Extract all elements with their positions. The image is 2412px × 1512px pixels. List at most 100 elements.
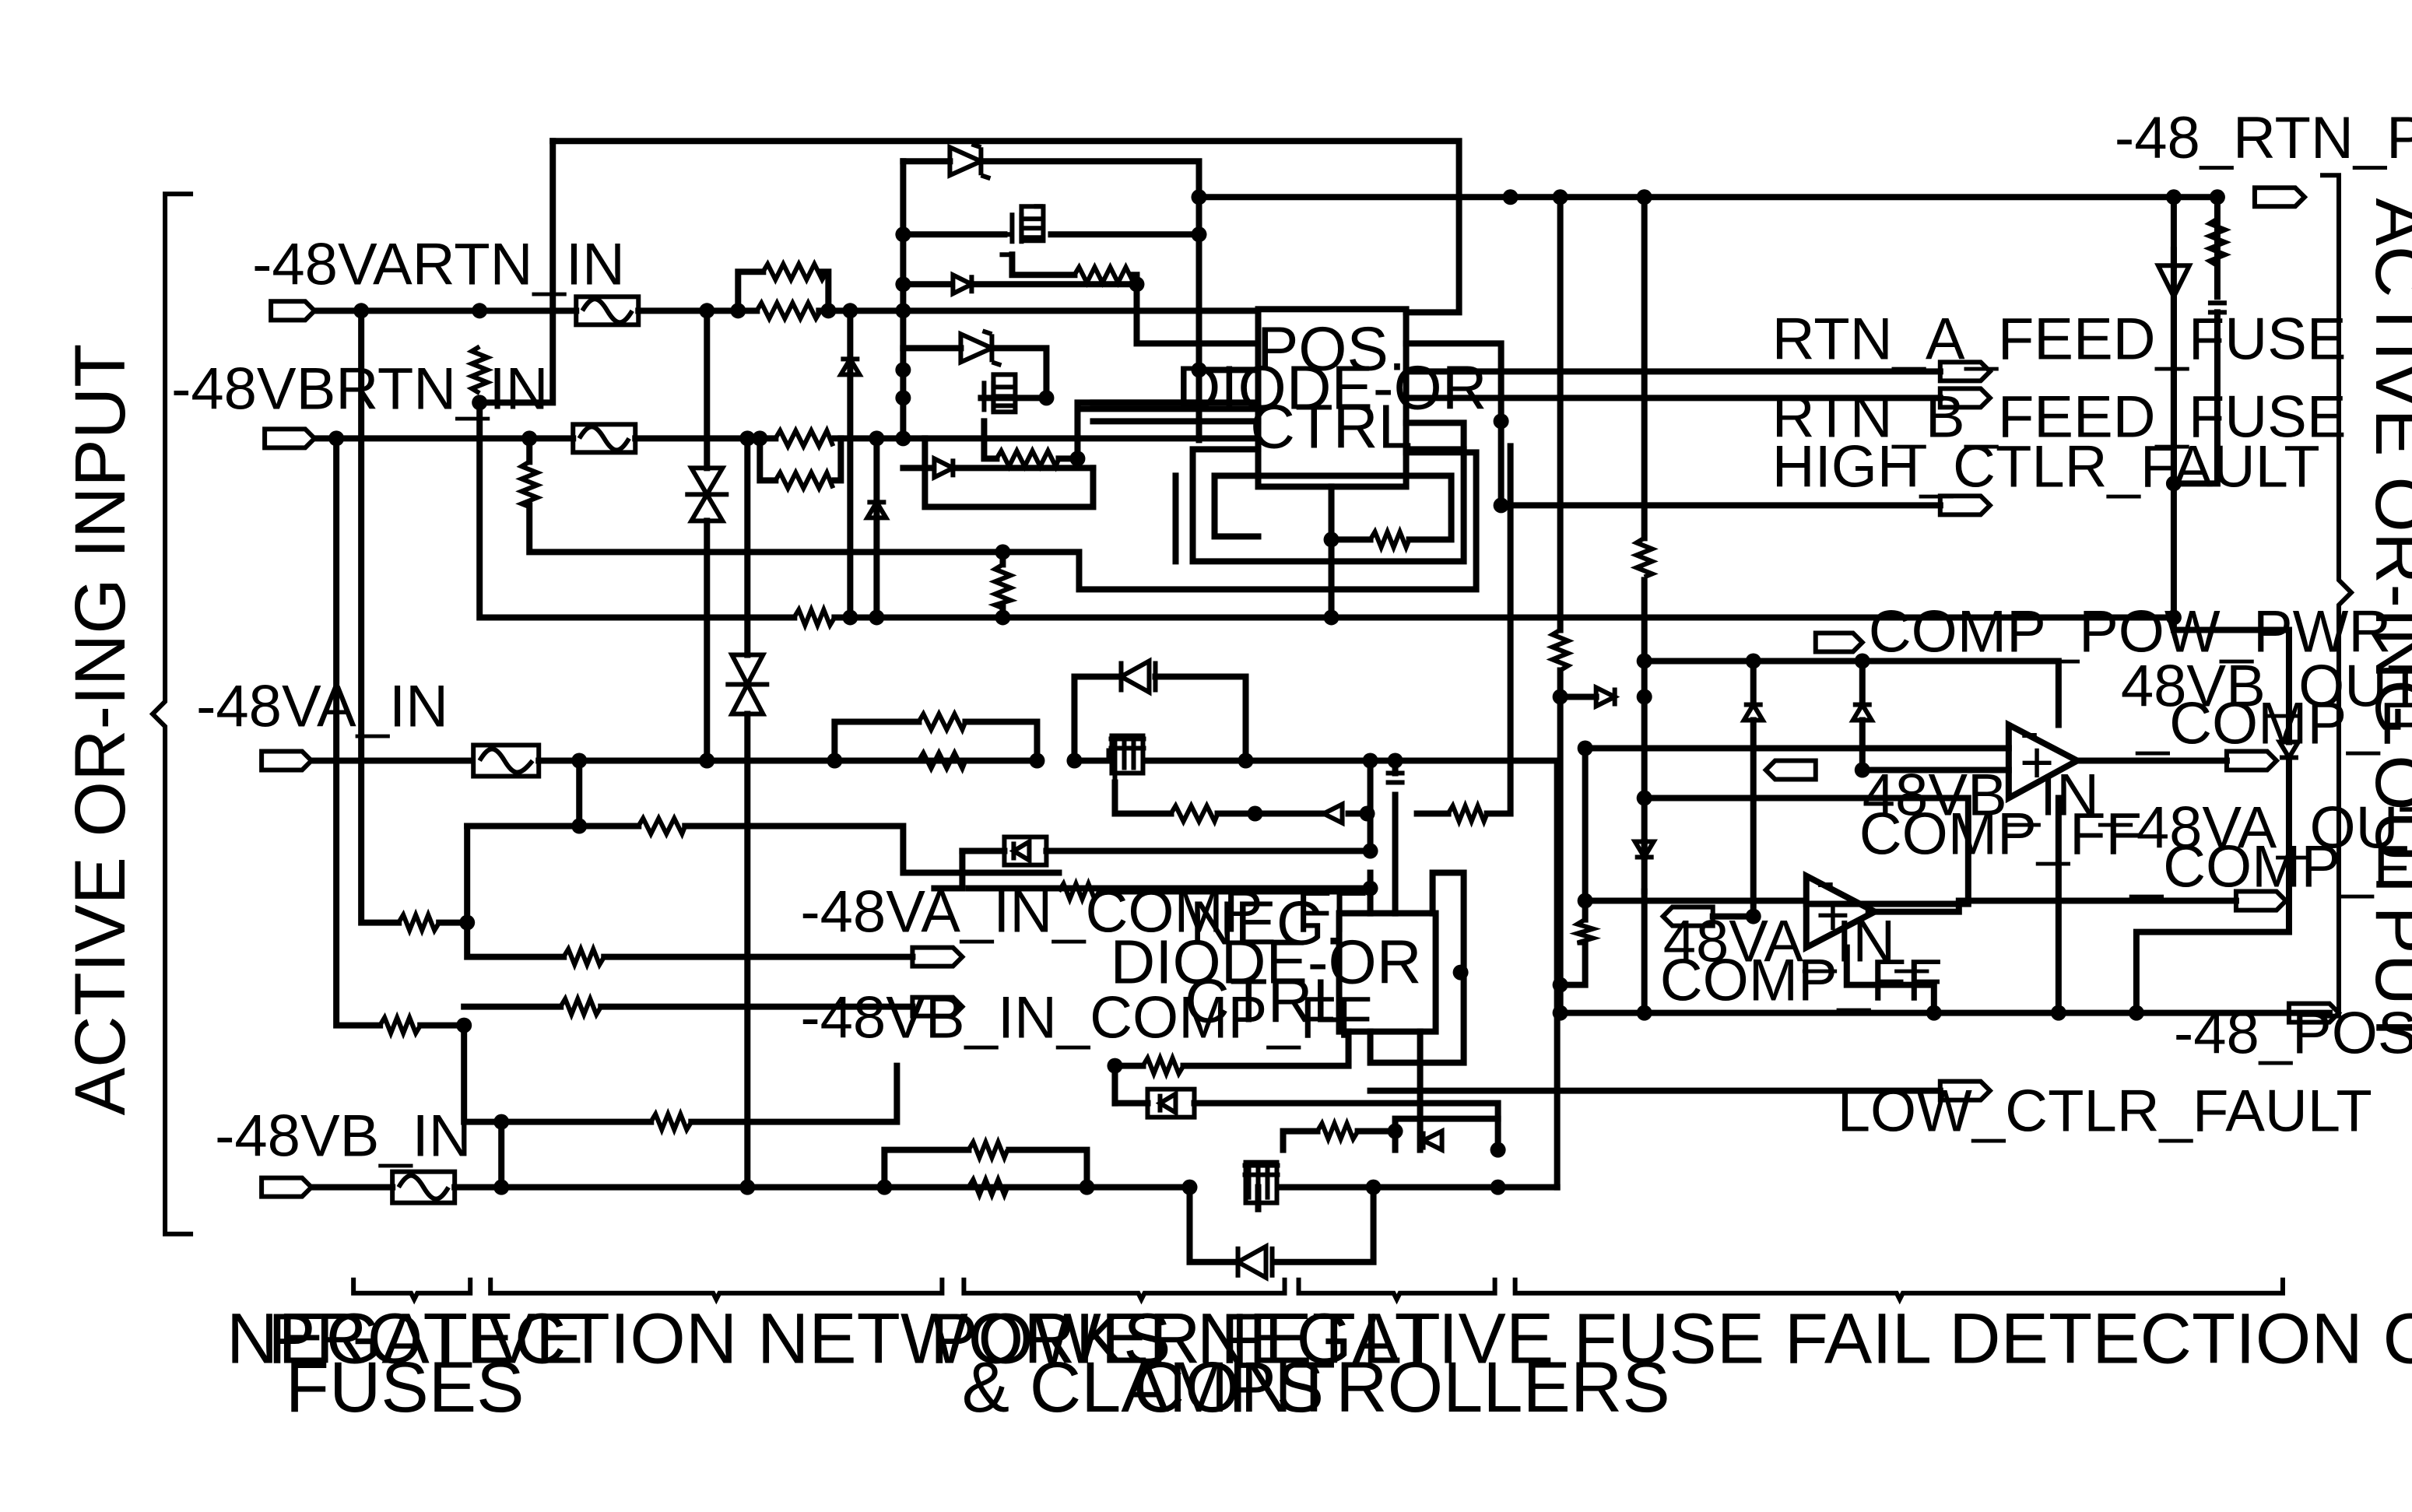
junction-dot [1107, 1058, 1122, 1074]
junction-dot [493, 1180, 509, 1195]
zener-diode-small-2 [934, 458, 953, 477]
resistor-r3 [775, 430, 833, 446]
junction-dot [1553, 977, 1568, 993]
junction-dot [1637, 689, 1652, 704]
zener-diode-small-3 [1324, 805, 1343, 823]
junction-dot [1388, 752, 1403, 768]
section-labels: NEGATIVE FUSES PROTECTION NETWORKS POWER… [226, 1299, 2412, 1427]
label-va-in-comp-ff: -48VA_IN_COMP_FF [800, 879, 1368, 945]
junction-dot [820, 303, 836, 318]
junction-dot [493, 1114, 509, 1130]
junction-dot [699, 752, 714, 768]
resistor-r26 [651, 1114, 691, 1130]
junction-dot [1503, 189, 1518, 205]
junction-dot [1746, 653, 1761, 668]
junction-dot [1553, 189, 1568, 205]
capacitor-neg-ctrl [1386, 774, 1405, 783]
label-vb-in: -48VB_IN [215, 1103, 472, 1170]
junction-dot [752, 430, 767, 446]
tvs-bidirectional-2 [725, 654, 769, 714]
junction-dot [1637, 791, 1652, 806]
junction-dot [1553, 689, 1568, 704]
resistor-r2 [757, 303, 820, 318]
port-connector-va-comp [912, 948, 962, 966]
junction-dot [1855, 653, 1870, 668]
label-rtn-a-feed-fuse: RTN_A_FEED_FUSE [1772, 306, 2347, 372]
junction-dot [1494, 497, 1509, 513]
resistor-r13 [1637, 538, 1652, 577]
junction-dot [1324, 609, 1339, 625]
resistor-r30 [968, 1180, 1007, 1195]
resistor-r5 [1074, 267, 1136, 282]
label-vb-in-comp-ff: -48VB_IN_COMP_FF [800, 985, 1372, 1051]
tvs-diode-vb [1238, 1247, 1273, 1278]
resistor-r6 [996, 451, 1059, 466]
junction-dot [571, 819, 587, 834]
junction-dot [1490, 1142, 1506, 1158]
junction-dot [1324, 531, 1339, 547]
junction-dot [876, 1180, 892, 1195]
junction-dot [1553, 1005, 1568, 1021]
junction-dot [1388, 1124, 1403, 1139]
port-connector-vbrtn [265, 429, 314, 447]
junction-dot [827, 752, 842, 768]
port-connector-comp-pow [1816, 633, 1863, 651]
port-connector-va [262, 751, 311, 770]
port-connector-b-in [1766, 761, 1816, 780]
junction-dot [842, 303, 858, 318]
label-vartn-in: -48VARTN_IN [252, 231, 625, 297]
junction-dot [1360, 806, 1375, 822]
pos-ctrl-line3: CTRL [1250, 391, 1413, 461]
diode-box-2 [1147, 1089, 1194, 1117]
resistor-r25 [560, 999, 601, 1015]
junction-dot [1191, 226, 1206, 242]
resistor-r4 [775, 472, 833, 488]
junction-dot [459, 915, 475, 931]
input-brace: ACTIVE OR-ING INPUT [60, 194, 193, 1233]
label-b-in-comp-2: COMP_FF [1859, 802, 2142, 868]
tvs-diode-top-1 [950, 144, 990, 178]
junction-dot [1191, 189, 1206, 205]
tvs-bidirectional-1 [685, 468, 729, 521]
junction-dot [1029, 752, 1044, 768]
junction-dot [1363, 844, 1378, 859]
junction-dot [895, 226, 911, 242]
junction-dot [2051, 1005, 2066, 1021]
junction-dot [869, 609, 884, 625]
junction-dot [1079, 1180, 1094, 1195]
label-a-in-comp-2: COMP_FF [1660, 948, 1943, 1014]
port-connector-vb [262, 1178, 311, 1197]
mosfet-va [1108, 735, 1146, 782]
section-braces [353, 1278, 2283, 1300]
resistor-r14 [1553, 630, 1568, 670]
junction-dot [328, 430, 344, 446]
junction-dot [456, 1018, 472, 1033]
junction-dot [895, 362, 911, 377]
resistor-r16 [918, 714, 965, 729]
resistor-r27 [1143, 1058, 1183, 1074]
label-active-oring-input: ACTIVE OR-ING INPUT [60, 344, 140, 1116]
fuses [392, 296, 638, 1202]
junction-dot [1191, 362, 1206, 377]
label-rtn-post-or: -48_RTN_POST_OR [2115, 105, 2412, 171]
junction-dot [995, 544, 1010, 560]
junction-dot [869, 430, 884, 446]
resistor-r1 [763, 264, 827, 279]
resistor-r9 [995, 564, 1010, 608]
junction-dot [1637, 653, 1652, 668]
port-connector-vartn [271, 301, 314, 320]
tvs-diode-va [1121, 661, 1155, 692]
zener-diode-small-1 [953, 275, 971, 293]
label-high-ctlr-fault: HIGH_CTLR_FAULT [1772, 433, 2320, 500]
resistor-r20 [638, 819, 685, 834]
junction-dot [2166, 189, 2182, 205]
pos-diode-or-ctrl: POS. DIODE-OR CTRL [1176, 309, 1487, 486]
junction-dot [739, 1180, 755, 1195]
resistor-r8 [521, 461, 537, 507]
resistor-r29 [968, 1142, 1007, 1158]
junction-dot [1453, 965, 1469, 981]
fuse-vb [392, 1172, 455, 1203]
label-active-oring-output: ACTIVE OR-ING OUTPUT [2361, 198, 2412, 1049]
fuse-rtn-b [573, 424, 635, 452]
junction-dot [1038, 390, 1054, 405]
